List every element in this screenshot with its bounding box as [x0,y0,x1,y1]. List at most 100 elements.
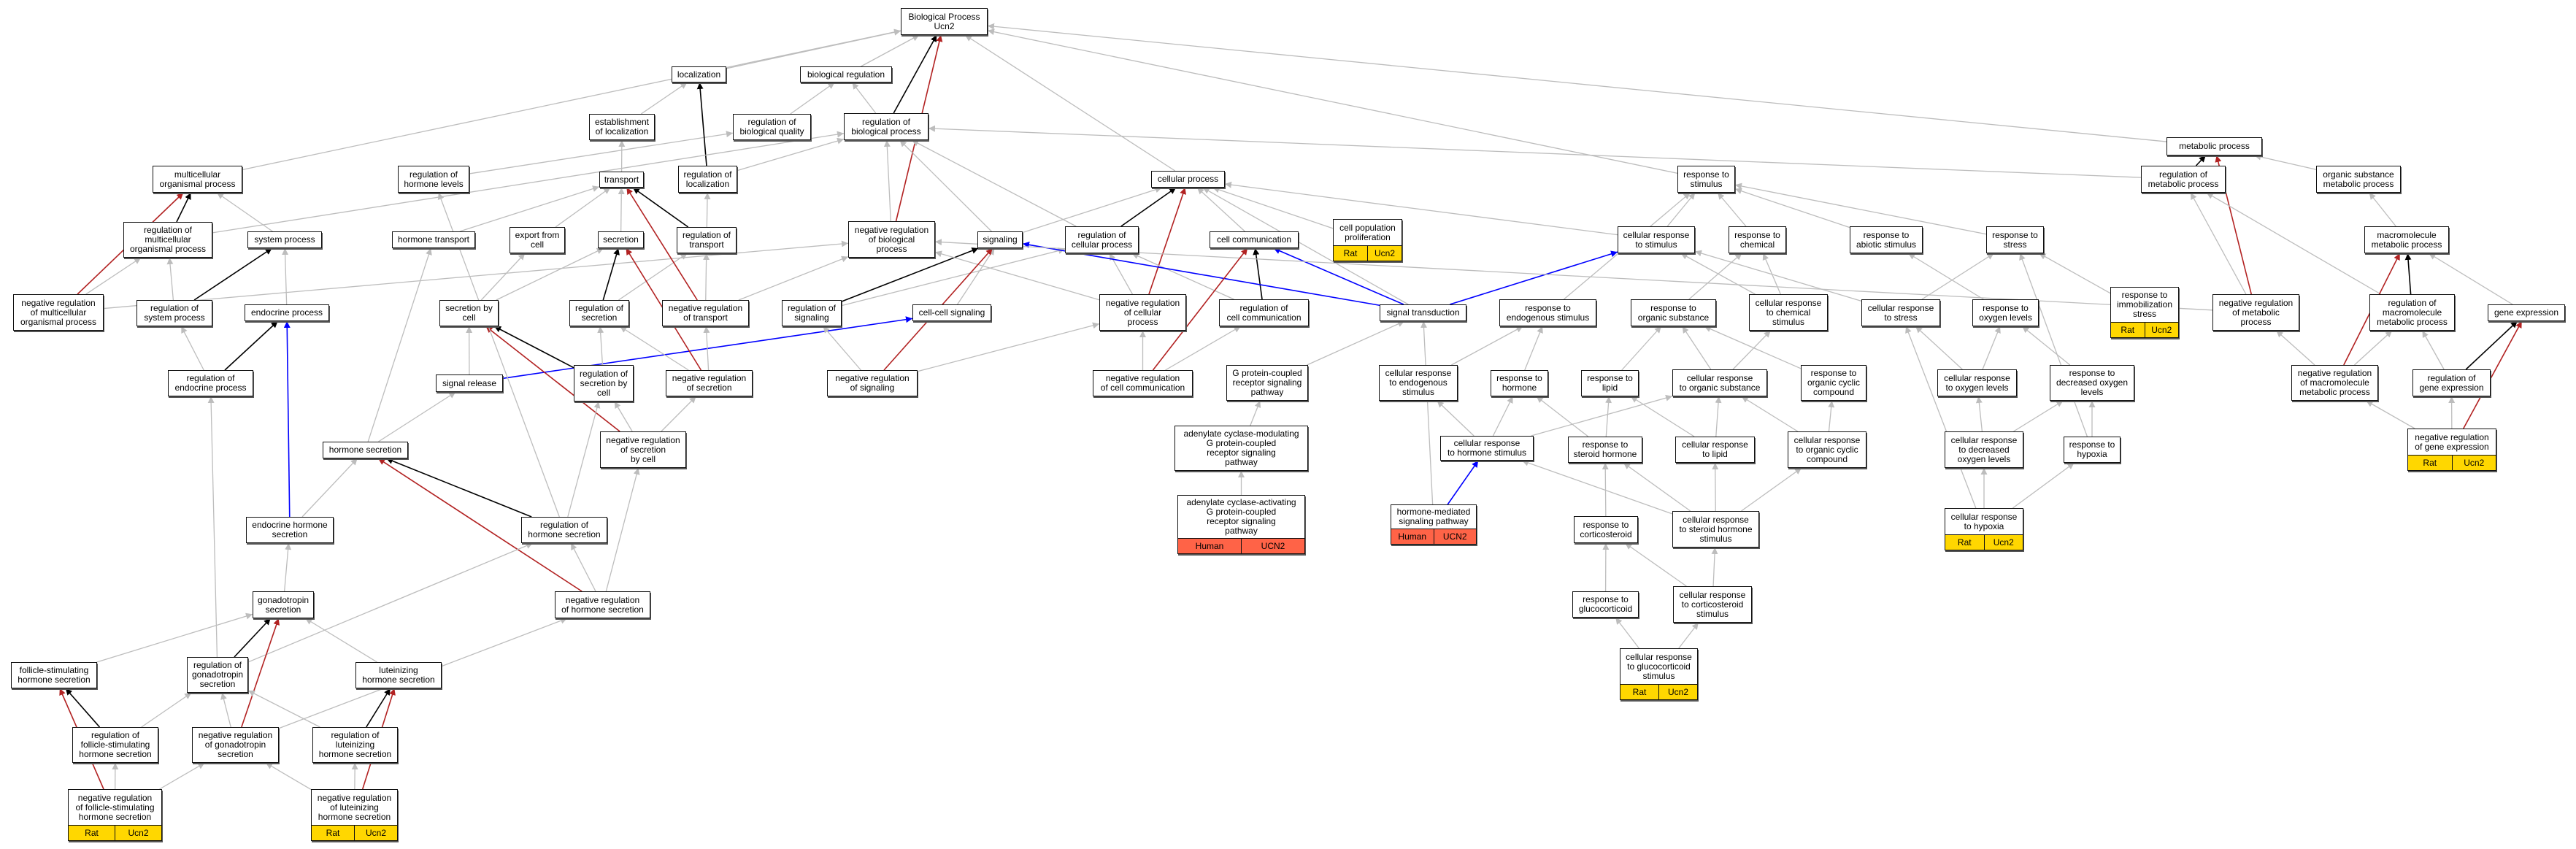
go-term-node-regcellcomm[interactable]: regulation of cell communication [1219,299,1309,326]
go-term-node-respstim[interactable]: response to stimulus [1677,166,1735,193]
go-term-node-respabiotic[interactable]: response to abiotic stimulus [1850,226,1923,253]
go-term-node-resporgsub[interactable]: response to organic substance [1631,299,1716,326]
go-term-node-secretion[interactable]: secretion [598,231,644,248]
go-term-node-endoproc[interactable]: endocrine process [245,304,329,321]
go-term-node-sigrel[interactable]: signal release [436,374,503,392]
go-term-node-neglh[interactable]: negative regulation of luteinizing hormo… [311,789,398,841]
go-term-node-cellresphorm[interactable]: cellular response to hormone stimulus [1440,436,1534,461]
go-term-node-bp[interactable]: Biological Process Ucn2 [901,8,988,35]
go-term-node-negsecbycell[interactable]: negative regulation of secretion by cell [600,431,686,468]
go-term-node-cellproc[interactable]: cellular process [1151,171,1225,188]
go-term-node-regbp[interactable]: regulation of biological process [844,113,928,140]
go-term-node-neggon[interactable]: negative regulation of gonadotropin secr… [192,727,279,763]
go-term-node-gpcr[interactable]: G protein-coupled receptor signaling pat… [1226,365,1308,401]
go-term-node-resphorm[interactable]: response to hormone [1491,370,1548,396]
go-term-node-reglh[interactable]: regulation of luteinizing hormone secret… [312,727,398,763]
go-term-node-resporgcyc[interactable]: response to organic cyclic compound [1801,365,1866,401]
go-term-node-orgsub[interactable]: organic substance metabolic process [2316,166,2401,193]
go-term-node-regsecbycell[interactable]: regulation of secretion by cell [574,365,634,402]
go-term-node-regsys[interactable]: regulation of system process [137,300,212,326]
go-term-node-negtrans[interactable]: negative regulation of transport [662,300,749,326]
go-term-node-reghormsec[interactable]: regulation of hormone secretion [521,517,607,543]
go-term-node-cellrespoxy[interactable]: cellular response to oxygen levels [1937,369,2017,396]
go-term-node-regmult[interactable]: regulation of multicellular organismal p… [123,222,212,258]
go-term-node-respdecoxy[interactable]: response to decreased oxygen levels [2050,365,2134,401]
go-term-node-regmacro[interactable]: regulation of macromolecule metabolic pr… [2369,294,2455,331]
go-term-node-fsh[interactable]: follicle-stimulating hormone secretion [11,662,97,688]
go-term-node-cellresplipid[interactable]: cellular response to lipid [1675,437,1755,463]
go-term-node-lh[interactable]: luteinizing hormone secretion [355,662,442,688]
go-term-node-estloc[interactable]: establishment of localization [589,114,655,140]
go-term-node-endohormsec[interactable]: endocrine hormone secretion [246,517,334,543]
edge-is-a [1678,622,1699,649]
go-term-node-cellrespgluco[interactable]: cellular response to glucocorticoid stim… [1620,648,1698,700]
go-term-node-regcellproc[interactable]: regulation of cellular process [1065,226,1139,253]
go-term-node-regfsh[interactable]: regulation of follicle-stimulating hormo… [72,727,158,763]
go-term-node-transport[interactable]: transport [599,172,644,188]
go-term-node-export[interactable]: export from cell [510,227,565,253]
go-term-node-reggene[interactable]: regulation of gene expression [2412,369,2491,396]
go-term-node-metab[interactable]: metabolic process [2166,137,2262,155]
go-term-node-respoxy[interactable]: response to oxygen levels [1972,299,2039,326]
go-term-node-geneexp[interactable]: gene expression [2488,304,2565,321]
go-term-node-respgluco[interactable]: response to glucocorticoid [1572,591,1639,618]
go-term-node-cellrespcortico[interactable]: cellular response to corticosteroid stim… [1673,586,1752,623]
go-term-node-negbp[interactable]: negative regulation of biological proces… [848,221,935,258]
go-term-node-respstress[interactable]: response to stress [1986,226,2044,253]
go-term-node-sigtrans[interactable]: signal transduction [1380,304,1466,321]
go-term-node-negcellcomm[interactable]: negative regulation of cell communicatio… [1093,370,1193,396]
go-term-node-negmetab[interactable]: negative regulation of metabolic process [2212,294,2299,331]
edge-is-a [282,247,289,305]
go-term-node-regmetab[interactable]: regulation of metabolic process [2141,166,2226,193]
go-term-node-cellcellsig[interactable]: cell-cell signaling [912,304,991,321]
go-term-node-resphypoxia[interactable]: response to hypoxia [2064,437,2121,463]
go-term-node-loc[interactable]: localization [672,66,726,82]
go-term-node-cellrespendo[interactable]: cellular response to endogenous stimulus [1379,365,1458,401]
go-term-node-acact[interactable]: adenylate cyclase-activating G protein-c… [1177,495,1305,554]
go-term-node-negsec[interactable]: negative regulation of secretion [666,370,753,396]
go-term-node-sysproc[interactable]: system process [247,231,322,248]
go-term-node-cellresporgcyc[interactable]: cellular response to organic cyclic comp… [1788,431,1866,468]
go-term-node-bioreg[interactable]: biological regulation [800,66,892,82]
go-term-node-reggon[interactable]: regulation of gonadotropin secretion [187,657,248,693]
go-term-node-negmult[interactable]: negative regulation of multicellular org… [13,294,104,331]
go-term-node-regbq[interactable]: regulation of biological quality [733,114,811,140]
go-term-node-regsig[interactable]: regulation of signaling [782,300,842,326]
go-term-node-secbycell[interactable]: secretion by cell [439,300,499,326]
go-term-node-cellrespstim[interactable]: cellular response to stimulus [1618,226,1695,253]
go-term-node-respendo[interactable]: response to endogenous stimulus [1499,299,1596,326]
go-term-node-regloc[interactable]: regulation of localization [678,166,737,193]
go-term-node-multorg[interactable]: multicellular organismal process [153,166,242,193]
go-term-node-regendo[interactable]: regulation of endocrine process [168,370,253,396]
go-term-node-regtrans[interactable]: regulation of transport [677,227,737,253]
go-term-node-hormtrans[interactable]: hormone transport [392,231,475,248]
go-term-node-cellrespsteroid[interactable]: cellular response to steroid hormone sti… [1672,511,1759,548]
go-term-node-negmacro[interactable]: negative regulation of macromolecule met… [2291,365,2378,401]
go-term-node-macromol[interactable]: macromolecule metabolic process [2364,226,2449,253]
go-term-node-cellrespdecoxy[interactable]: cellular response to decreased oxygen le… [1945,431,2023,468]
go-term-node-signaling[interactable]: signaling [977,231,1023,248]
go-term-node-respsteroid[interactable]: response to steroid hormone [1568,437,1642,463]
go-term-node-negfsh[interactable]: negative regulation of follicle-stimulat… [68,789,162,841]
go-term-node-resplipid[interactable]: response to lipid [1581,370,1639,396]
go-term-node-cellresporgsub[interactable]: cellular response to organic substance [1672,369,1767,396]
go-term-node-hormsec[interactable]: hormone secretion [323,442,408,458]
go-term-node-reghl[interactable]: regulation of hormone levels [398,166,469,193]
go-term-node-negcellproc[interactable]: negative regulation of cellular process [1099,294,1186,331]
go-term-node-cellrespchem[interactable]: cellular response to chemical stimulus [1749,294,1828,331]
go-term-node-cellrespstress[interactable]: cellular response to stress [1861,299,1940,326]
go-term-node-regsec[interactable]: regulation of secretion [569,300,629,326]
go-term-node-respchem[interactable]: response to chemical [1729,226,1786,253]
go-term-node-gonsec[interactable]: gonadotropin secretion [253,591,314,618]
go-term-node-negsig[interactable]: negative regulation of signaling [827,370,918,396]
go-term-node-cellcomm[interactable]: cell communication [1210,231,1299,248]
edge-regulates [234,618,272,658]
go-term-node-respcortico[interactable]: response to corticosteroid [1574,516,1638,543]
go-term-node-acmod[interactable]: adenylate cyclase-modulating G protein-c… [1174,426,1308,471]
go-term-node-neghormsec[interactable]: negative regulation of hormone secretion [555,591,650,618]
